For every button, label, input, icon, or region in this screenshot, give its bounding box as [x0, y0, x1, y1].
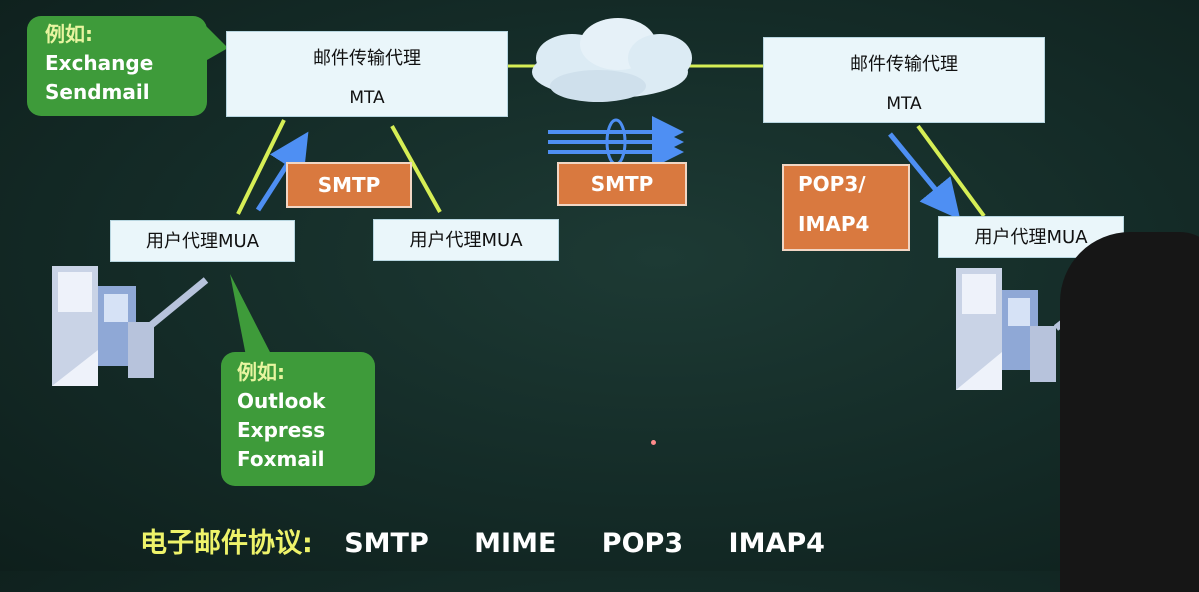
footer-label: 电子邮件协议: [140, 528, 313, 559]
mta-right-title: 邮件传输代理 [850, 54, 958, 75]
mua-middle-box: 用户代理MUA [373, 219, 559, 261]
laser-pointer-dot [651, 440, 656, 445]
link-mta-mua-middle [390, 125, 442, 213]
callout-mua-item: Outlook [237, 389, 326, 413]
mua-right-label: 用户代理MUA [974, 227, 1088, 248]
mta-left-title: 邮件传输代理 [313, 48, 421, 69]
arrow-mua-to-mta [255, 131, 309, 212]
protocol-smtp-left: SMTP [286, 162, 412, 208]
link-mua-left-mta [236, 119, 286, 215]
mua-middle-label: 用户代理MUA [409, 230, 523, 251]
callout-mta-examples: 例如: Exchange Sendmail [27, 16, 207, 116]
protocol-imap4-label: IMAP4 [798, 212, 870, 236]
footer-protocol: MIME [474, 528, 557, 559]
mua-right-box: 用户代理MUA [938, 216, 1124, 258]
mua-left-label: 用户代理MUA [145, 231, 260, 252]
protocol-pop3-imap4: POP3/ IMAP4 [782, 164, 910, 251]
mta-left-label: MTA [349, 88, 385, 108]
transmission-arrows [548, 116, 684, 168]
diagram-connectors [52, 18, 1095, 390]
callout-tail [200, 20, 228, 64]
arrow-mta-to-mua [888, 132, 961, 220]
presenter-silhouette [1060, 232, 1199, 592]
link-mta-right-mua [916, 124, 986, 218]
footer-protocol: IMAP4 [728, 528, 825, 559]
mta-right-label: MTA [886, 94, 922, 114]
mta-right-box: 邮件传输代理 MTA [763, 37, 1045, 123]
protocol-smtp-mid: SMTP [557, 162, 687, 206]
cloud-icon [532, 18, 692, 102]
footer-protocol: SMTP [344, 528, 429, 559]
mta-left-box: 邮件传输代理 MTA [226, 31, 508, 117]
callout-mua-title: 例如: [237, 360, 285, 384]
callout-mta-item: Exchange [45, 51, 154, 75]
callout-mua-item: Foxmail [237, 447, 325, 471]
protocol-pop3-label: POP3/ [798, 172, 866, 196]
callout-mua-item: Express [237, 418, 326, 442]
footer-protocol: POP3 [601, 528, 684, 559]
mua-left-box: 用户代理MUA [110, 220, 295, 262]
computer-icon [956, 268, 1095, 390]
callout-mta-title: 例如: [45, 22, 93, 46]
protocol-smtp-left-label: SMTP [317, 173, 381, 197]
footer-protocol-list: 电子邮件协议: SMTP MIME POP3 IMAP4 [140, 521, 825, 560]
callout-tail [230, 274, 272, 356]
callout-mta-item: Sendmail [45, 80, 150, 104]
callout-mua-examples: 例如: Outlook Express Foxmail [221, 352, 375, 486]
computer-icon [52, 266, 209, 386]
protocol-smtp-mid-label: SMTP [590, 172, 654, 196]
